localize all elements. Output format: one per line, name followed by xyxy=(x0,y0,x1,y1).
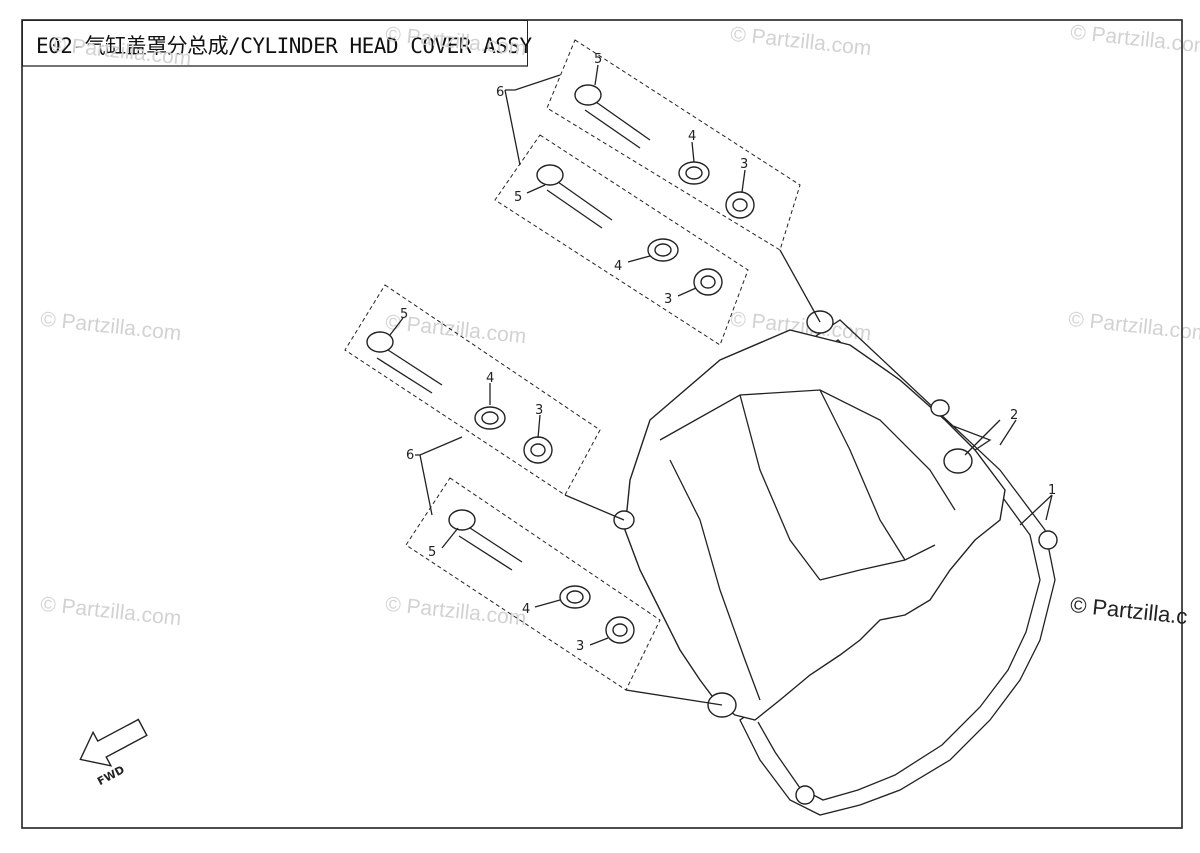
group-bracket xyxy=(419,454,433,516)
callout-leader xyxy=(999,419,1017,446)
callout-leader xyxy=(389,317,404,336)
cover-ridge xyxy=(669,459,761,701)
group-bracket xyxy=(415,436,463,456)
gasket-hole xyxy=(1038,530,1058,550)
callout-number: 4 xyxy=(688,129,696,144)
cover-ridge xyxy=(739,394,821,581)
callout-number: 2 xyxy=(1010,408,1018,423)
group-bracket xyxy=(504,89,521,166)
callout-leader xyxy=(627,255,651,263)
callout-number: 6 xyxy=(406,448,414,463)
callout-leader xyxy=(1045,494,1053,521)
callout-leader xyxy=(526,184,546,194)
callout-number: 5 xyxy=(514,190,522,205)
bolt-set xyxy=(366,331,553,464)
bolt-set xyxy=(448,509,635,644)
fwd-label: FWD xyxy=(95,763,127,788)
callout-number: 5 xyxy=(428,545,436,560)
callout-leader xyxy=(441,527,459,549)
bolt-group-box xyxy=(405,477,661,691)
callout-number: 3 xyxy=(740,157,748,172)
callout-leader xyxy=(741,169,746,193)
diagram-title: E02-气缸盖罩分总成/CYLINDER HEAD COVER ASSY xyxy=(36,34,532,58)
leader-line xyxy=(964,419,1001,456)
leader-line xyxy=(564,494,625,521)
bolt-group-box xyxy=(494,134,749,346)
callout-number: 3 xyxy=(535,403,543,418)
bolt-set xyxy=(574,84,755,219)
cover-ridge xyxy=(819,544,936,581)
outer-frame xyxy=(21,19,1183,829)
cover-ridge xyxy=(819,389,906,561)
callout-number: 3 xyxy=(576,639,584,654)
callout-number: 4 xyxy=(614,259,622,274)
bolt-group-box xyxy=(546,39,801,251)
fwd-arrow-icon xyxy=(79,718,148,767)
leader-line xyxy=(779,249,821,323)
callout-number: 5 xyxy=(594,52,602,67)
callout-number: 4 xyxy=(522,602,530,617)
callout-leader xyxy=(677,287,697,297)
group-bracket xyxy=(505,74,561,91)
callout-number: 1 xyxy=(1048,483,1056,498)
callout-leader xyxy=(691,141,695,163)
callout-number: 4 xyxy=(486,371,494,386)
callout-leader xyxy=(537,414,541,439)
callout-number: 3 xyxy=(664,292,672,307)
leader-line xyxy=(625,689,723,706)
cover-ridge xyxy=(659,389,956,511)
leader-line xyxy=(1019,494,1053,526)
cover-bolt-boss xyxy=(930,399,950,417)
callout-number: 6 xyxy=(496,85,504,100)
gasket-hole xyxy=(795,785,815,805)
callout-leader xyxy=(534,599,561,608)
callout-number: 5 xyxy=(400,307,408,322)
cylinder-head-cover xyxy=(624,329,1006,721)
bolt-group-box xyxy=(344,284,601,496)
callout-leader xyxy=(589,637,609,646)
callout-leader xyxy=(594,64,599,86)
bolt-set xyxy=(536,164,723,296)
